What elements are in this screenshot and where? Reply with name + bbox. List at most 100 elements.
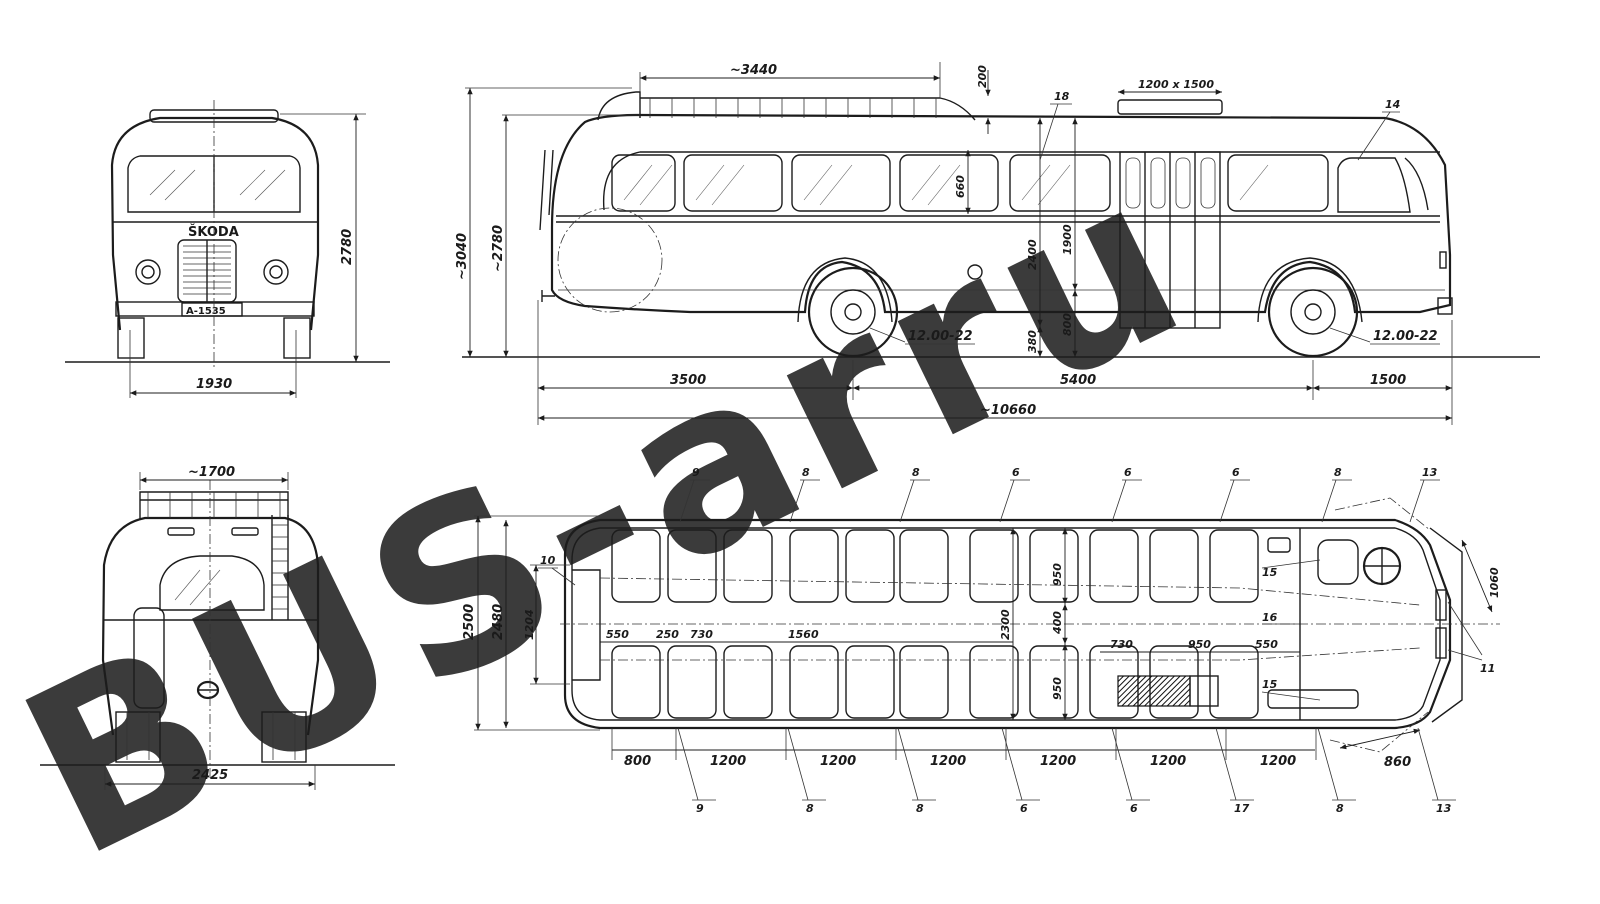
plan-callout-11: 11 <box>1480 662 1495 675</box>
plan-pitch-label: 1200 <box>930 754 966 769</box>
plan-seat <box>789 645 839 719</box>
side-window <box>899 154 999 212</box>
plan-seg-730b: 730 <box>1110 638 1133 651</box>
plan-seg-950: 950 <box>1188 638 1211 651</box>
callout-leader <box>1001 727 1023 801</box>
plan-seat <box>1149 529 1199 603</box>
plan-seat <box>1209 529 1259 603</box>
side-windows <box>602 151 1440 212</box>
side-step-height-dim: 800 <box>1061 313 1074 336</box>
callout-leader <box>1409 479 1425 523</box>
rear-body-outline <box>101 516 320 736</box>
rear-ladder <box>271 515 289 620</box>
plan-front-angle-dim: 860 <box>1384 755 1411 770</box>
callout-leader <box>1111 479 1127 523</box>
callout-leader <box>789 479 805 523</box>
glass-reflection <box>819 164 853 206</box>
plan-aisle-width-dim: 2300 <box>999 609 1012 640</box>
callout-leader <box>897 727 919 801</box>
plan-bottom-callout: 13 <box>1436 802 1452 815</box>
plan-seat-depth-top-dim: 950 <box>1051 563 1064 586</box>
rear-wheel-left <box>115 711 161 763</box>
side-rack-length-dim: ~3440 <box>730 63 777 78</box>
side-front-wheel <box>807 266 899 358</box>
side-callout-18: 18 <box>1054 90 1070 103</box>
callout-leader <box>899 479 915 523</box>
plan-top-callout: 8 <box>802 466 810 479</box>
side-window <box>1009 154 1111 212</box>
side-door-height-dim: 1900 <box>1061 224 1074 255</box>
door-pane <box>1150 157 1166 209</box>
front-view: ŠKODA A-1535 1930 2780 <box>65 100 390 398</box>
watermark: BUS-arru <box>0 122 1227 904</box>
door-pane <box>1175 157 1191 209</box>
rear-width-dim: 2425 <box>192 768 228 783</box>
side-driver-window <box>1337 157 1411 213</box>
plan-seat <box>723 645 773 719</box>
callout-leader <box>999 479 1015 523</box>
glass-reflection <box>711 164 745 206</box>
plan-seg-1560: 1560 <box>788 628 819 641</box>
headlight-right <box>263 259 289 285</box>
plan-seat <box>899 645 949 719</box>
side-rack-height-dim: 200 <box>976 65 989 88</box>
plan-seat <box>845 645 895 719</box>
front-brand-label: ŠKODA <box>188 224 239 240</box>
glass-reflection <box>911 164 941 201</box>
front-windshield <box>127 155 301 213</box>
plan-seat <box>611 645 661 719</box>
callout-leader <box>677 727 699 801</box>
rear-spare-panel <box>133 607 165 709</box>
callout-leader <box>1317 727 1339 801</box>
plan-view: 2500 2480 1204 2300 950 400 950 550 250 … <box>462 466 1501 815</box>
plan-front-dim: 1060 <box>1488 567 1501 598</box>
rear-rack-dim: ~1700 <box>188 465 235 480</box>
side-hatch-dim: 1200 x 1500 <box>1138 78 1214 91</box>
plan-seat <box>667 645 717 719</box>
plan-pitch-label: 1200 <box>1260 754 1296 769</box>
side-interior-height-dim: 2400 <box>1026 239 1039 270</box>
plan-pitch-label: 1200 <box>1040 754 1076 769</box>
plan-seat <box>723 529 773 603</box>
side-rear-tire-label: 12.00-22 <box>1373 329 1438 344</box>
side-window <box>1227 154 1329 212</box>
plan-aisle-gap-dim: 400 <box>1051 611 1064 635</box>
glass-reflection <box>1021 164 1051 201</box>
front-height-dim: 2780 <box>340 229 355 265</box>
side-callout-14: 14 <box>1385 98 1400 111</box>
plan-seg-550: 550 <box>606 628 629 641</box>
side-window <box>683 154 783 212</box>
plan-top-callout: 9 <box>692 466 700 479</box>
callout-leader <box>1417 727 1439 801</box>
watermark-text: BUS-arru <box>0 122 1227 900</box>
front-width-dim: 1930 <box>196 377 232 392</box>
plan-bottom-callout: 8 <box>806 802 814 815</box>
plan-seat <box>1029 529 1079 603</box>
side-total-height-dim: ~3040 <box>455 233 470 280</box>
rear-window <box>159 555 265 611</box>
plan-callout-15a: 15 <box>1262 566 1278 579</box>
side-window-height-dim: 660 <box>954 175 967 198</box>
front-plate <box>181 302 243 317</box>
callout-leader <box>787 727 809 801</box>
plan-seg-550b: 550 <box>1255 638 1278 651</box>
side-view: ~3440 200 1200 x 1500 ~3040 ~2780 660 24… <box>455 62 1540 425</box>
plan-overall-width-dim: 2500 <box>462 604 477 640</box>
plan-bottom-callout: 17 <box>1234 802 1250 815</box>
glass-reflection <box>639 164 673 206</box>
callout-leader <box>679 479 695 523</box>
plan-seat <box>899 529 949 603</box>
plan-pitch-800: 800 <box>624 754 651 769</box>
plan-body-outline <box>563 518 1452 730</box>
side-roof-hatch <box>1117 99 1223 115</box>
callout-leader <box>1111 727 1133 801</box>
door-pane <box>1125 157 1141 209</box>
side-bumper <box>1437 297 1453 315</box>
plan-top-callout: 6 <box>1012 466 1020 479</box>
side-body-outline <box>550 113 1452 314</box>
plan-top-callout: 8 <box>912 466 920 479</box>
side-front-tire-label: 12.00-22 <box>908 329 973 344</box>
plan-seat <box>1089 529 1139 603</box>
plan-bottom-callout: 9 <box>696 802 704 815</box>
